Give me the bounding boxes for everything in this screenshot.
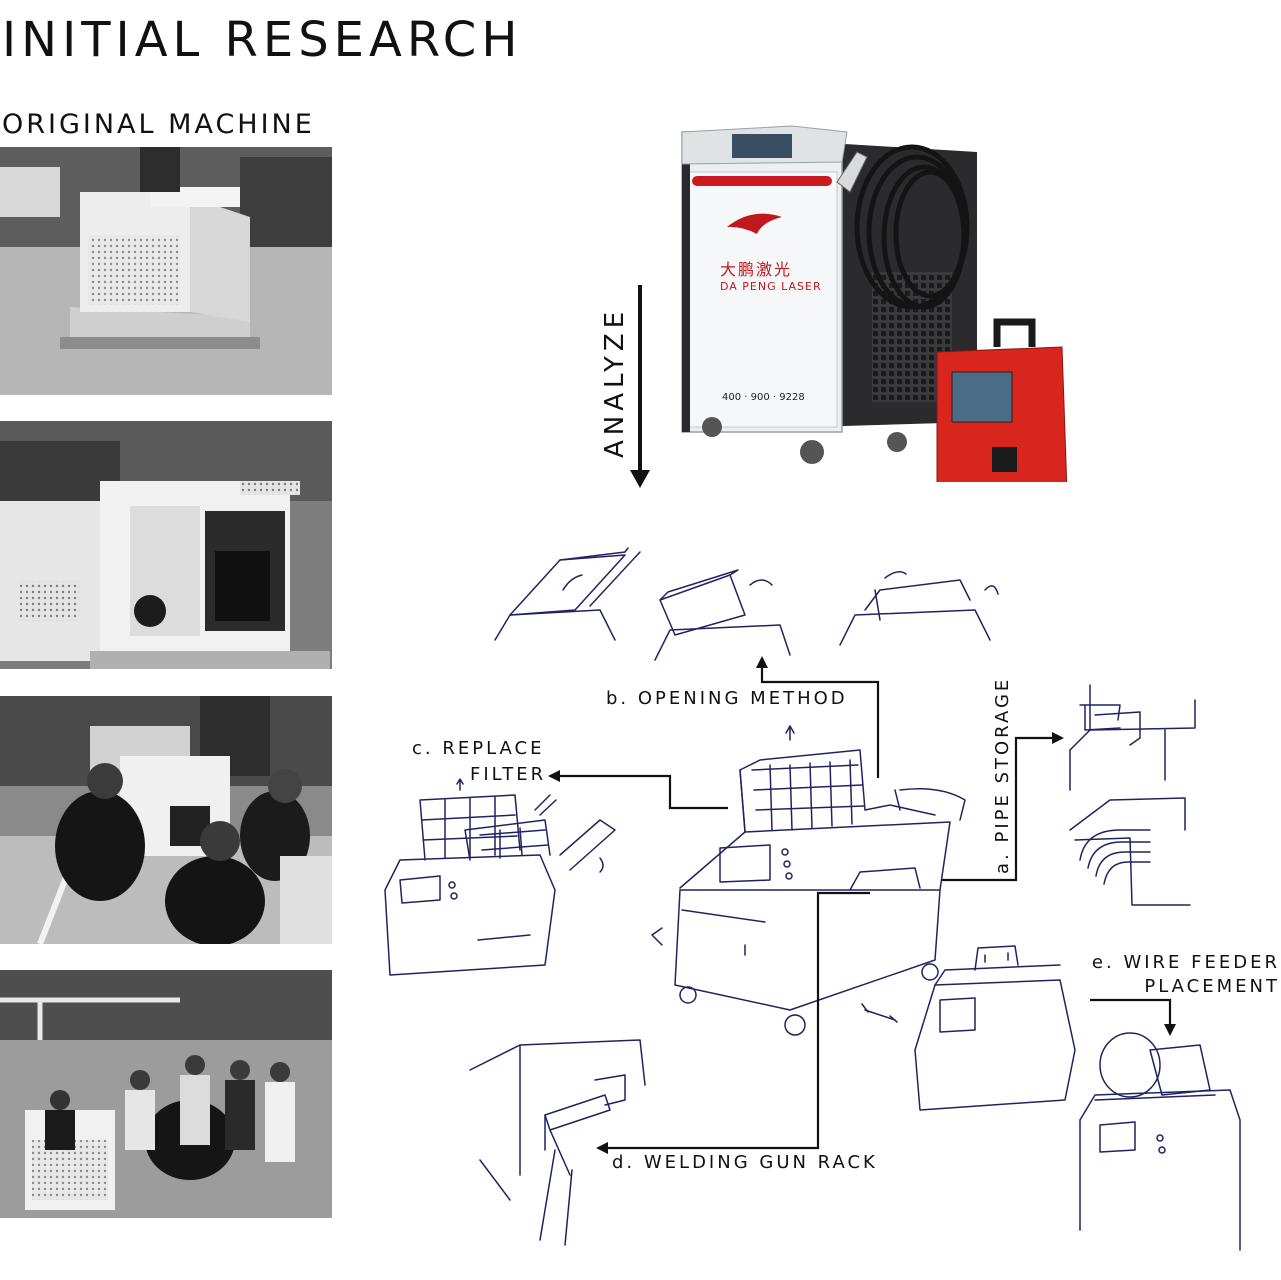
pipe-storage-sketch — [1069, 684, 1196, 906]
team-group-photo — [0, 970, 332, 1218]
phone-number: 400 · 900 · 9228 — [722, 392, 805, 403]
annotation-wire-feeder-line2: PLACEMENT — [1144, 976, 1280, 997]
cable-coil — [854, 144, 970, 310]
annotation-replace-filter-line2: FILTER — [470, 764, 547, 785]
welding-torch — [836, 151, 868, 193]
pipe-storage-arrow — [942, 736, 1052, 882]
feeder-screen — [951, 371, 1013, 423]
welding-gun-rack-arrow — [608, 891, 870, 1150]
wire-feeder-arrow — [1090, 998, 1172, 1024]
replace-filter-sketch — [384, 778, 616, 976]
wire-feeder-placement-sketch — [1079, 1032, 1241, 1251]
control-screen — [732, 134, 792, 158]
feeder-handle — [993, 318, 1036, 347]
analyze-arrow — [630, 285, 650, 488]
eagle-logo — [727, 213, 782, 234]
wire-feeder-sketch — [861, 945, 1076, 1111]
front-handle — [692, 176, 832, 186]
laser-welding-machine — [681, 125, 1068, 482]
section-subtitle: ORIGINAL MACHINE — [2, 109, 315, 140]
opening-sketch-2 — [654, 569, 791, 661]
opening-sketch-3 — [839, 571, 999, 646]
machine-on-pallet-photo — [0, 147, 332, 395]
annotation-opening-method: b. OPENING METHOD — [606, 688, 848, 709]
opening-method-arrow — [760, 668, 880, 778]
annotation-pipe-storage: a. PIPE STORAGE — [992, 676, 1013, 874]
opening-sketch-1 — [494, 547, 641, 641]
team-inspecting-photo — [0, 696, 332, 944]
page-title: INITIAL RESEARCH — [2, 12, 523, 68]
annotation-replace-filter-line1: c. REPLACE — [412, 738, 545, 759]
main-machine-sketch — [651, 725, 966, 1036]
brand-english: DA PENG LASER — [720, 280, 822, 293]
annotation-welding-gun-rack: d. WELDING GUN RACK — [612, 1152, 878, 1173]
machine-open-side-photo — [0, 421, 332, 669]
welding-gun-rack-sketch — [469, 1039, 646, 1246]
brand-chinese: 大鹏激光 — [720, 260, 793, 279]
annotation-wire-feeder-line1: e. WIRE FEEDER — [1091, 952, 1280, 973]
replace-filter-arrow — [560, 774, 728, 810]
